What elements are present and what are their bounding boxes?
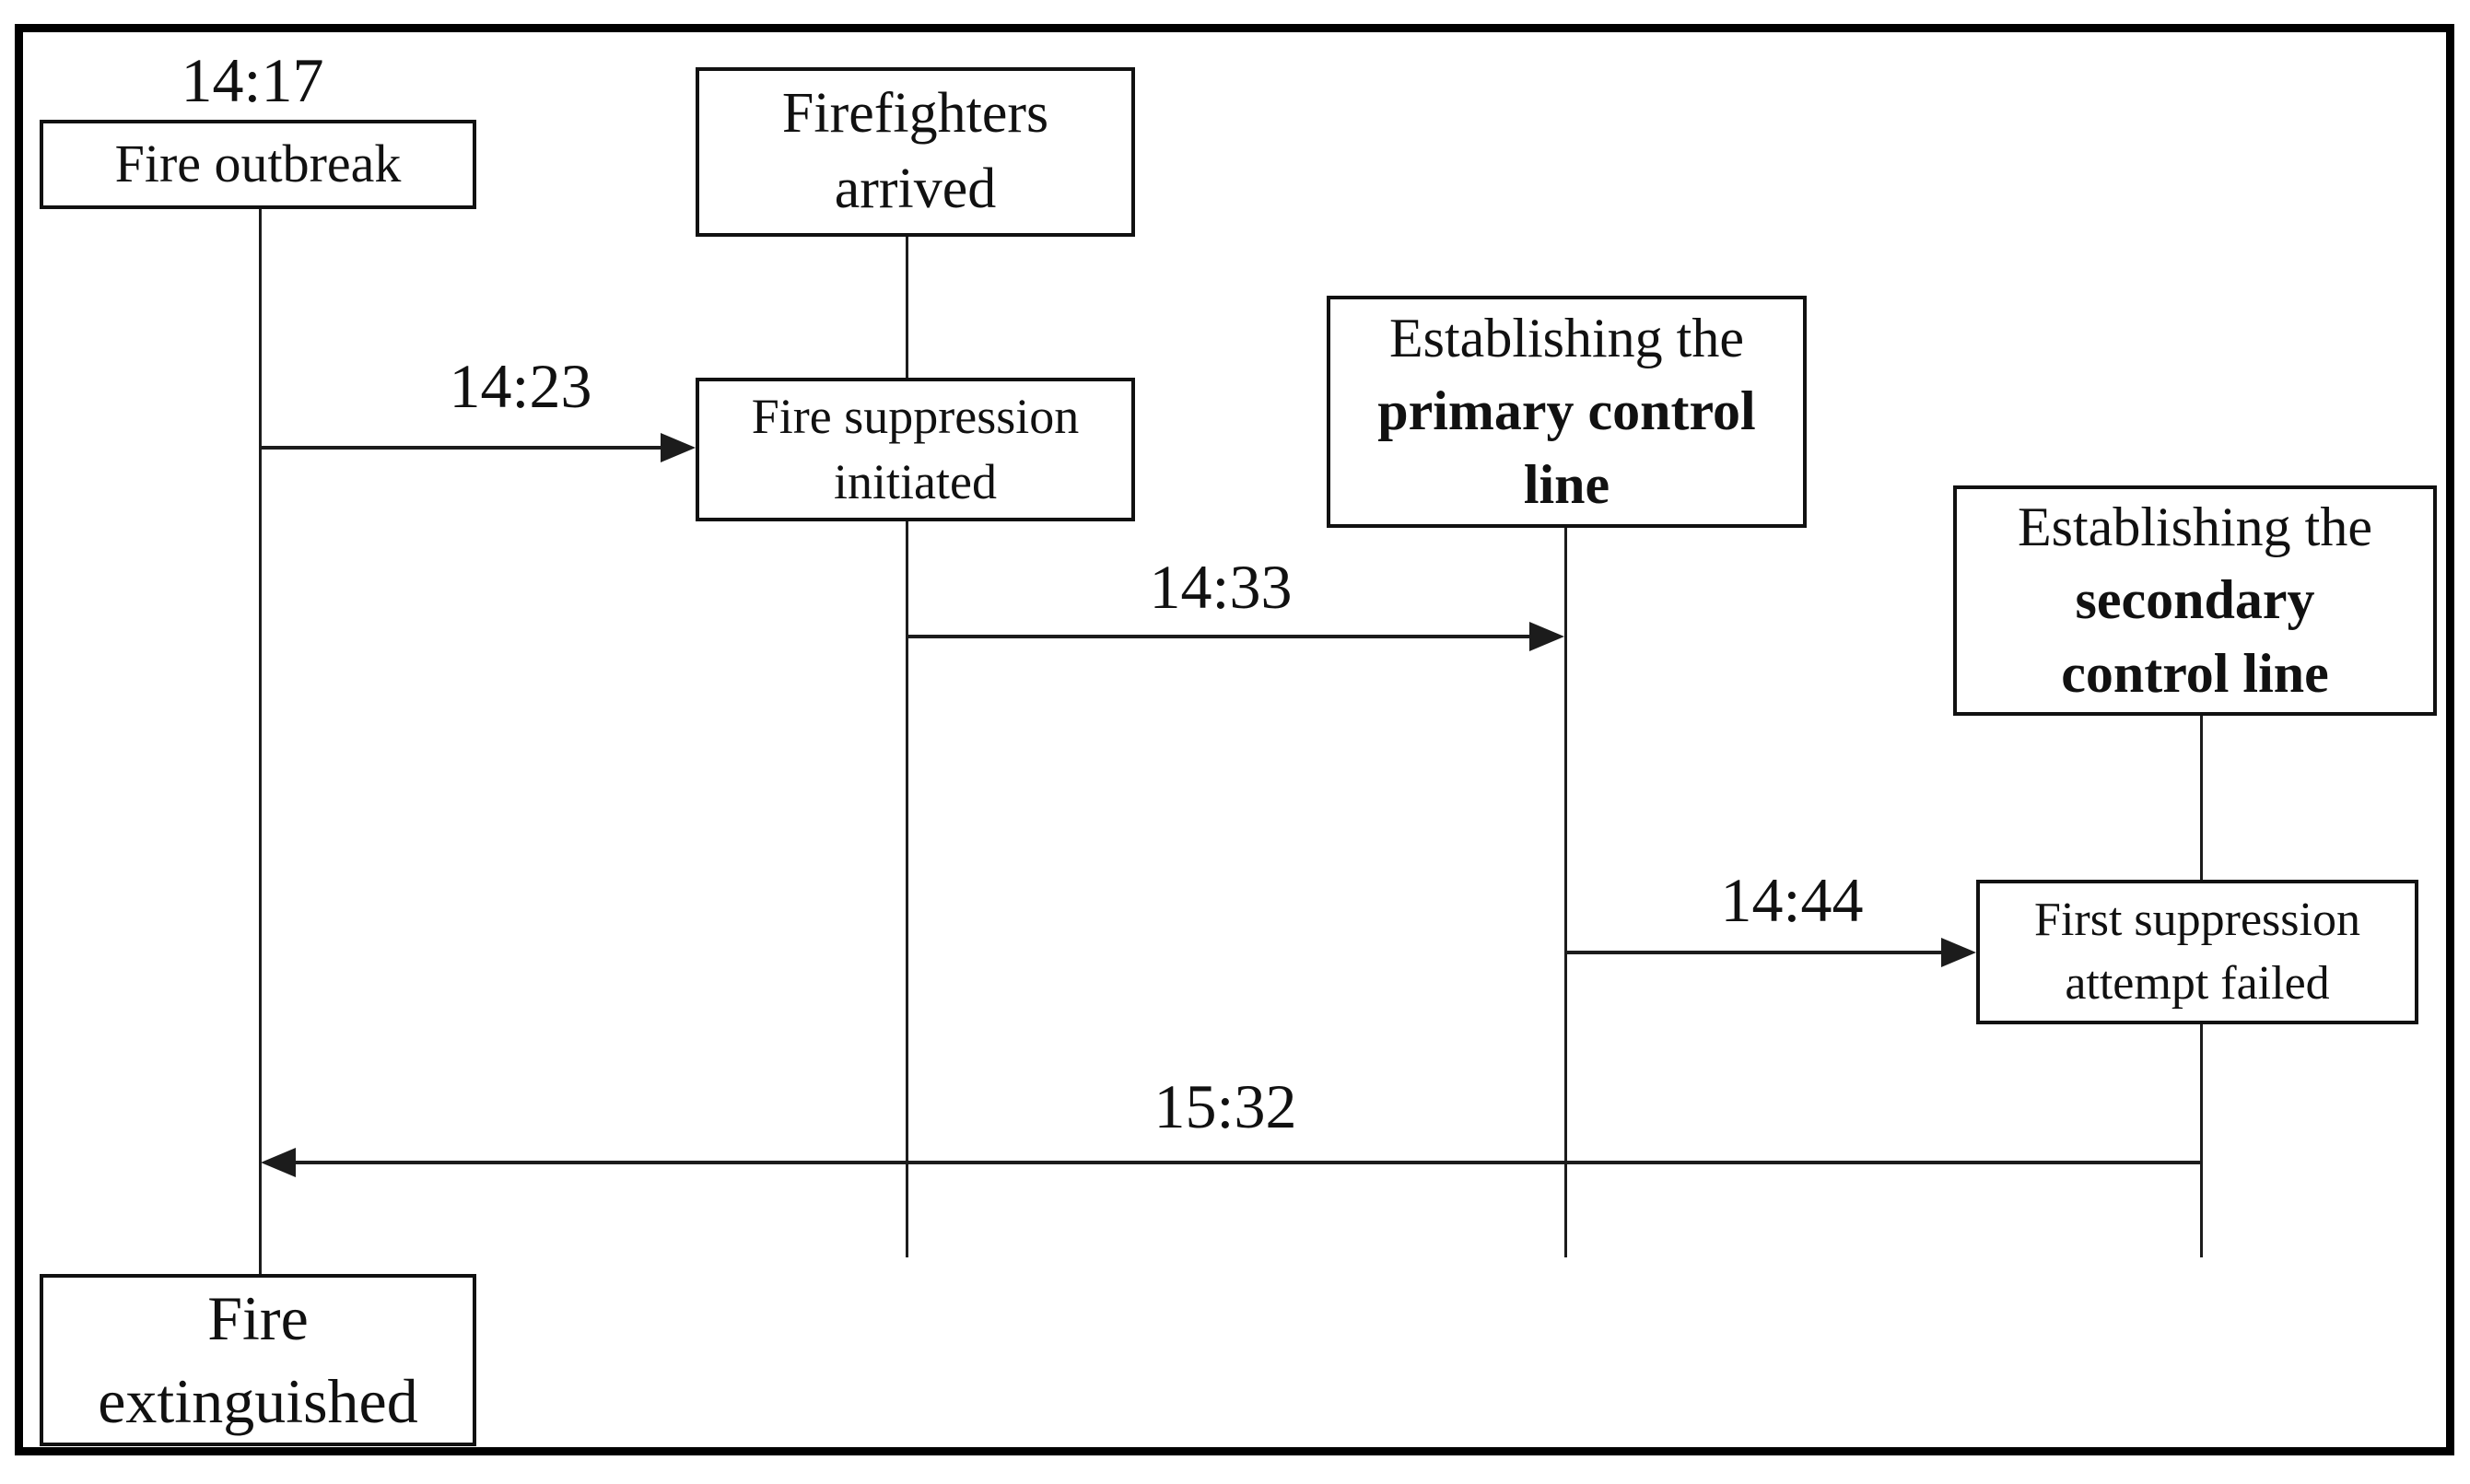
event-box-establishing-primary-control-line: Establishing the primary control line xyxy=(1327,296,1807,528)
arrow-first-attempt-failed xyxy=(1565,951,1943,954)
time-label-first-attempt-failed: 14:44 xyxy=(1720,865,1864,935)
lifeline-fire-outbreak xyxy=(259,209,262,1274)
event-box-label-bold: secondary xyxy=(2075,569,2315,631)
event-box-label: Firefighters xyxy=(781,82,1049,146)
event-box-label-bold: line xyxy=(1523,453,1610,515)
event-box-label: First suppression xyxy=(2034,893,2360,946)
arrow-primary-control-line xyxy=(907,635,1531,638)
event-box-fire-outbreak: Fire outbreak xyxy=(40,120,476,209)
arrowhead-right-icon xyxy=(1941,938,1976,967)
event-box-label: Fire suppression xyxy=(751,388,1080,444)
event-box-fire-extinguished: Fire extinguished xyxy=(40,1274,476,1446)
event-box-firefighters-arrived: Firefighters arrived xyxy=(696,67,1135,237)
time-label-fire-extinguished: 15:32 xyxy=(1153,1071,1297,1141)
event-box-label: Establishing the xyxy=(2018,497,2372,558)
event-box-establishing-secondary-control-line: Establishing the secondary control line xyxy=(1953,485,2437,716)
arrowhead-left-icon xyxy=(261,1148,296,1177)
arrow-fire-extinguished xyxy=(294,1161,2202,1164)
event-box-label: attempt failed xyxy=(2065,956,2330,1010)
time-label-fire-outbreak: 14:17 xyxy=(181,45,324,115)
event-box-label: Fire xyxy=(207,1282,309,1353)
lifeline-firefighters xyxy=(906,237,908,1257)
event-box-label: initiated xyxy=(834,454,997,509)
event-box-label-bold: control line xyxy=(2061,642,2329,704)
event-box-label-bold: primary control xyxy=(1377,380,1756,442)
time-label-suppression-initiated: 14:23 xyxy=(449,351,592,421)
arrow-suppression-initiated xyxy=(261,446,662,450)
event-box-label: arrived xyxy=(834,158,997,220)
time-label-primary-control: 14:33 xyxy=(1149,552,1293,622)
event-box-label: Fire outbreak xyxy=(114,134,402,194)
diagram-border-frame xyxy=(15,24,2454,1455)
arrowhead-right-icon xyxy=(661,433,696,462)
event-box-label: extinguished xyxy=(98,1365,418,1436)
event-box-fire-suppression-initiated: Fire suppression initiated xyxy=(696,378,1135,521)
event-box-first-suppression-attempt-failed: First suppression attempt failed xyxy=(1976,880,2418,1024)
event-box-label: Establishing the xyxy=(1389,308,1744,369)
arrowhead-right-icon xyxy=(1529,622,1564,651)
lifeline-primary-control xyxy=(1564,528,1567,1257)
